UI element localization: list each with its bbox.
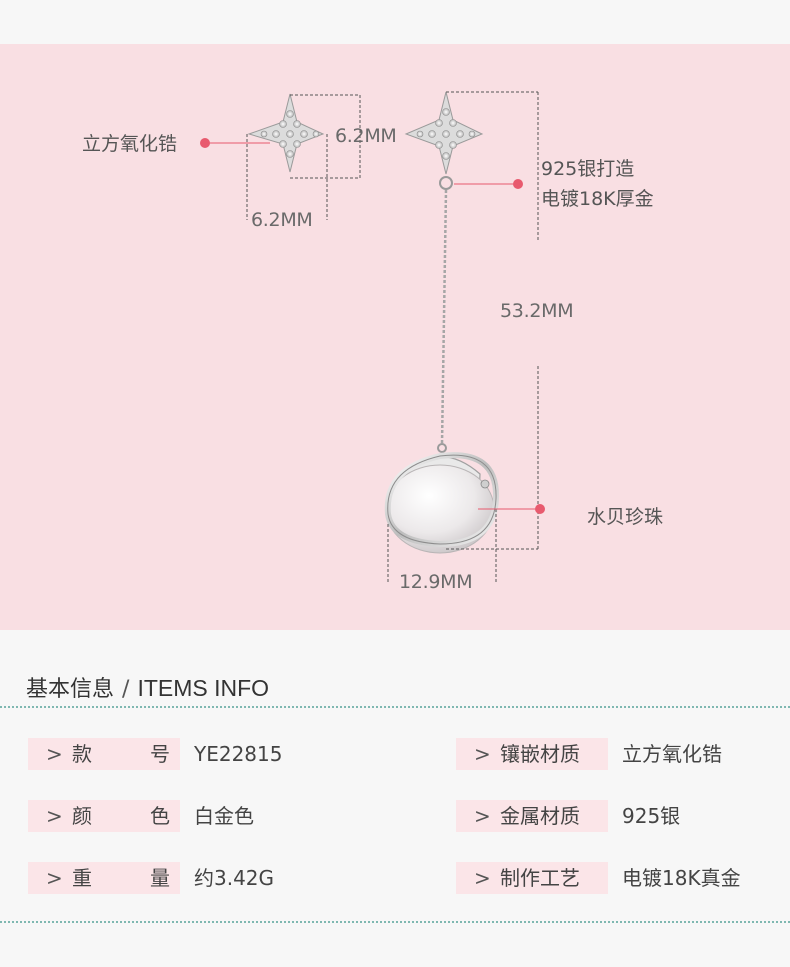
dim-chain-length: 53.2MM	[500, 300, 574, 322]
dim-star-width: 6.2MM	[251, 209, 313, 231]
product-hero: 立方氧化锆 925银打造 电镀18K厚金 水贝珍珠 6.2MM 6.2MM 53…	[0, 44, 790, 630]
info-value-color: 白金色	[194, 804, 254, 828]
label-metal-line1: 925银打造	[541, 158, 635, 180]
info-key-color: > 颜 色	[28, 800, 180, 832]
stone-leader-dot	[200, 138, 210, 148]
pearl-pendant	[384, 452, 500, 554]
right-star-stud	[404, 91, 484, 190]
divider-top	[0, 706, 790, 708]
info-key-weight: > 重 量	[28, 862, 180, 894]
info-key-craft: > 制作工艺	[456, 862, 608, 894]
dim-star-height: 6.2MM	[335, 125, 397, 147]
metal-leader-dot	[513, 179, 523, 189]
info-key-setting-material: > 镶嵌材质	[456, 738, 608, 770]
info-title-en: ITEMS INFO	[137, 675, 270, 701]
info-value-metal-material: 925银	[622, 804, 681, 828]
info-title-cn: 基本信息	[26, 677, 115, 702]
info-value-model: YE22815	[194, 742, 283, 766]
info-key-metal-material: > 金属材质	[456, 800, 608, 832]
label-metal-line2: 电镀18K厚金	[541, 188, 654, 210]
info-title: 基本信息 / ITEMS INFO	[26, 671, 269, 703]
left-star-stud	[247, 93, 325, 173]
info-title-separator: /	[122, 677, 130, 702]
info-value-craft: 电镀18K真金	[622, 866, 741, 890]
info-value-setting-material: 立方氧化锆	[622, 742, 722, 766]
right-guides	[387, 91, 539, 584]
dim-pendant-width: 12.9MM	[399, 571, 473, 593]
pearl-leader-dot	[535, 504, 545, 514]
info-value-weight: 约3.42G	[194, 866, 275, 890]
divider-bottom	[0, 921, 790, 923]
info-key-model: > 款 号	[28, 738, 180, 770]
earring-illustration	[200, 91, 545, 584]
label-pearl: 水贝珍珠	[587, 506, 664, 528]
label-stone: 立方氧化锆	[82, 133, 178, 155]
left-star-guides	[246, 94, 361, 220]
chain	[440, 189, 448, 445]
